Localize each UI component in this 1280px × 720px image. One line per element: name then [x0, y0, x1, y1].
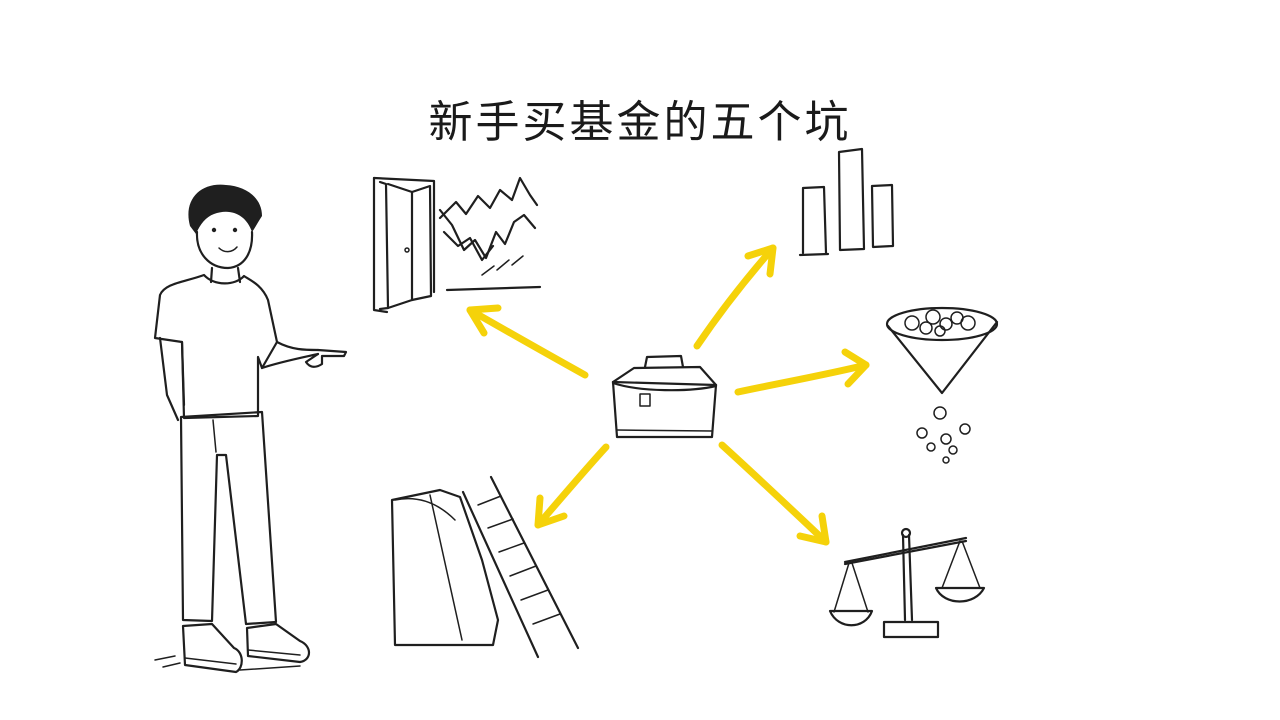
hair [188, 184, 262, 234]
arrows [466, 244, 870, 546]
person-illustration [153, 184, 348, 674]
shirt [153, 273, 279, 420]
arrow-to-door [466, 304, 589, 379]
arrow-to-bars [693, 244, 777, 350]
zigzag-chart-icon [438, 176, 542, 292]
open-door-icon [372, 176, 436, 314]
ladder-icon [390, 475, 580, 659]
arrow-to-ladder [534, 443, 610, 529]
arrow-to-funnel [734, 348, 870, 396]
briefcase-icon [611, 354, 718, 439]
right-shoe [245, 622, 311, 664]
balance-scale-icon [828, 527, 986, 639]
pants [179, 410, 278, 626]
arrow-to-scale [718, 441, 830, 546]
left-shoe [181, 622, 243, 674]
funnel-icon [885, 306, 999, 464]
bar-chart-icon [798, 147, 895, 257]
page-title: 新手买基金的五个坑 [428, 97, 852, 148]
